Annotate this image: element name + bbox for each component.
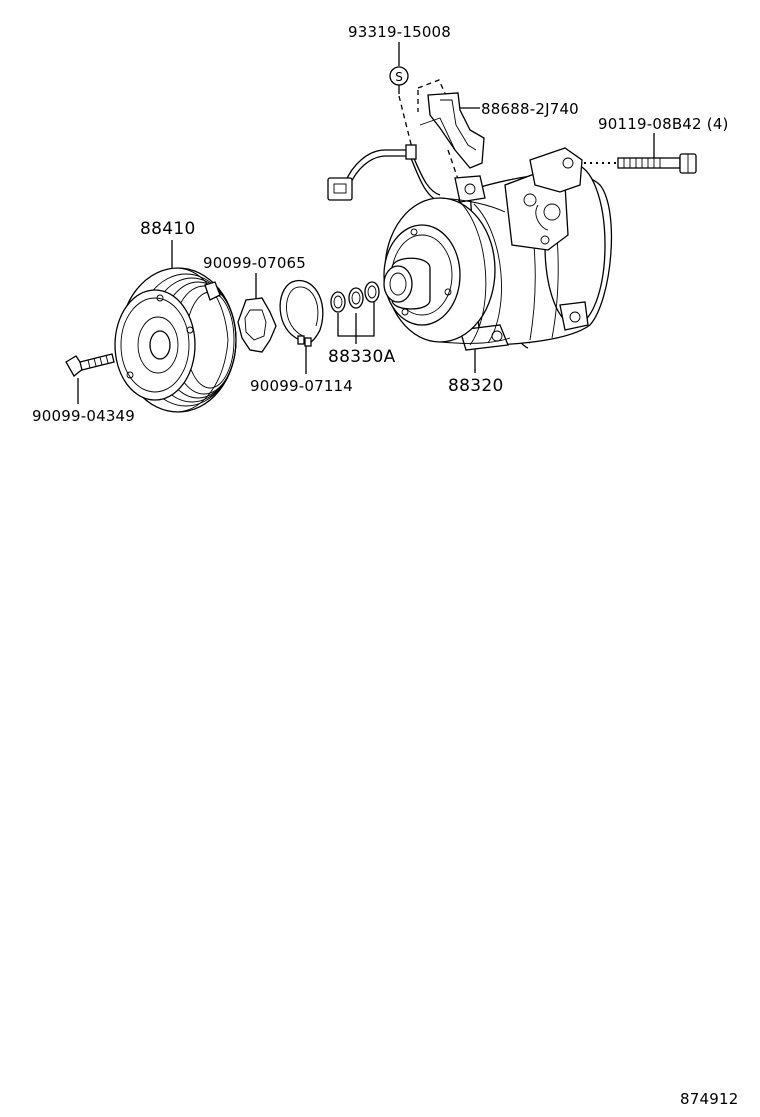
svg-text:S: S [395, 70, 403, 84]
leader-lines [77, 42, 655, 404]
bolt-90119-icon [578, 153, 697, 174]
label-93319-15008: 93319-15008 [348, 23, 451, 41]
compressor-88320 [383, 147, 613, 351]
bracket-88688 [419, 92, 485, 169]
label-88320: 88320 [448, 376, 504, 396]
label-88688-2J740: 88688-2J740 [481, 100, 579, 118]
label-88330A: 88330A [328, 347, 396, 367]
label-90099-07065: 90099-07065 [203, 254, 306, 272]
label-90119-08B42: 90119-08B42 (4) [598, 115, 729, 133]
shim-90099-07065 [237, 297, 277, 353]
label-90099-07114: 90099-07114 [250, 377, 353, 395]
bolt-90099-04349-icon [65, 353, 115, 377]
label-90099-04349: 90099-04349 [32, 407, 135, 425]
pulley-88410 [114, 267, 237, 413]
s-symbol-icon: S [389, 66, 409, 94]
snap-ring-90099-07114 [279, 279, 324, 347]
label-88410: 88410 [140, 219, 196, 239]
o-rings-88330A [330, 281, 380, 313]
figure-number: 874912 [680, 1090, 738, 1108]
